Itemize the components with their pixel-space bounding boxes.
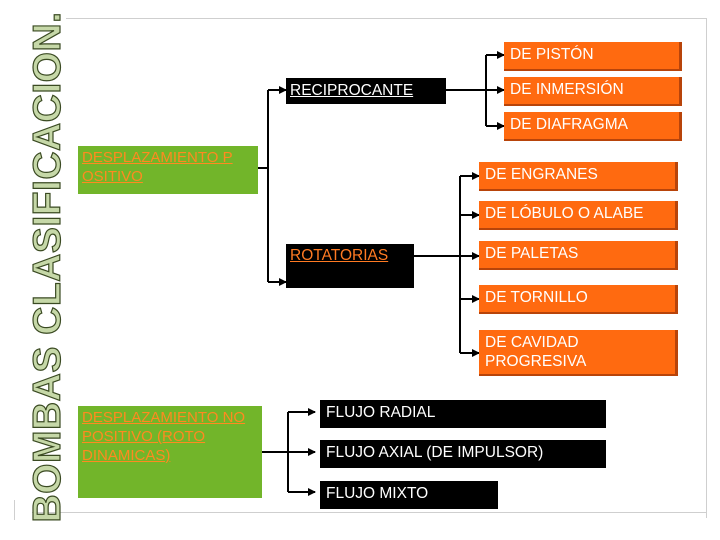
flujo-axial: FLUJO AXIAL (DE IMPULSOR) [320,440,606,468]
child-label: DE CAVIDAD PROGRESIVA [485,334,587,370]
flujo-label: FLUJO AXIAL (DE IMPULSOR) [326,444,544,461]
flujo-mixto: FLUJO MIXTO [320,481,498,509]
frame-top-line [66,18,706,19]
reciprocante-box: RECIPROCANTE [286,78,446,104]
non-positive-displacement-box: DESPLAZAMIENTO NO POSITIVO (ROTO DINAMIC… [78,406,262,498]
flujo-label: FLUJO MIXTO [326,485,429,502]
child-label: DE TORNILLO [485,289,588,306]
frame-right-line [706,18,707,518]
non-positive-displacement-label: DESPLAZAMIENTO NO POSITIVO (ROTO DINAMIC… [82,409,246,464]
child-de-piston: DE PISTÓN [504,42,682,71]
child-label: DE INMERSIÓN [510,81,624,98]
flujo-label: FLUJO RADIAL [326,404,436,421]
child-de-engranes: DE ENGRANES [479,162,678,191]
frame-left-line [14,500,15,520]
child-de-inmersion: DE INMERSIÓN [504,77,682,106]
child-label: DE PISTÓN [510,46,594,63]
child-label: DE LÓBULO O ALABE [485,205,644,222]
child-de-diafragma: DE DIAFRAGMA [504,112,682,141]
rotatorias-label: ROTATORIAS [290,247,389,264]
child-de-paletas: DE PALETAS [479,241,678,270]
child-label: DE ENGRANES [485,166,598,183]
child-de-lobulo-o-alabe: DE LÓBULO O ALABE [479,201,678,230]
flujo-radial: FLUJO RADIAL [320,400,606,428]
child-de-tornillo: DE TORNILLO [479,285,678,314]
rotatorias-box: ROTATORIAS [286,244,414,288]
frame-bottom-line [32,512,707,513]
child-de-cavidad-progresiva: DE CAVIDAD PROGRESIVA [479,330,678,376]
child-label: DE PALETAS [485,245,579,262]
positive-displacement-box: DESPLAZAMIENTO POSITIVO [78,146,258,194]
positive-displacement-label: DESPLAZAMIENTO POSITIVO [82,149,233,185]
reciprocante-label: RECIPROCANTE [290,82,414,99]
child-label: DE DIAFRAGMA [510,116,628,133]
